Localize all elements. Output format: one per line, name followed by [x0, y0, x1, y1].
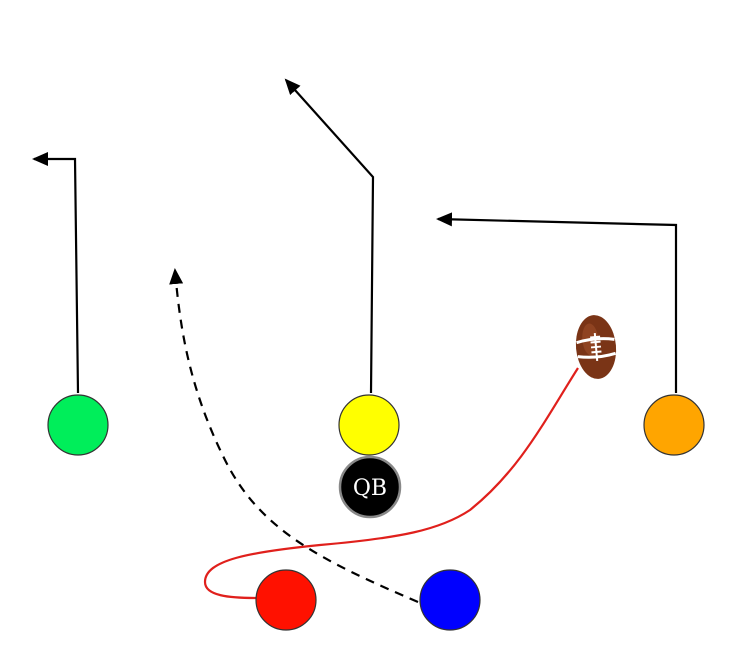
ball-path [203, 367, 579, 600]
quarterback: QB [338, 455, 402, 519]
orange-receiver [643, 394, 705, 456]
quarterback-label: QB [353, 476, 387, 501]
blue-back [419, 569, 481, 631]
orange-receiver-route [436, 212, 678, 393]
blue-back-dashed-route [169, 268, 419, 604]
football-icon [575, 315, 617, 379]
yellow-receiver [338, 394, 400, 456]
green-receiver-route [32, 152, 80, 394]
green-receiver [47, 394, 109, 456]
red-back [255, 569, 317, 631]
yellow-receiver-route [284, 78, 375, 394]
